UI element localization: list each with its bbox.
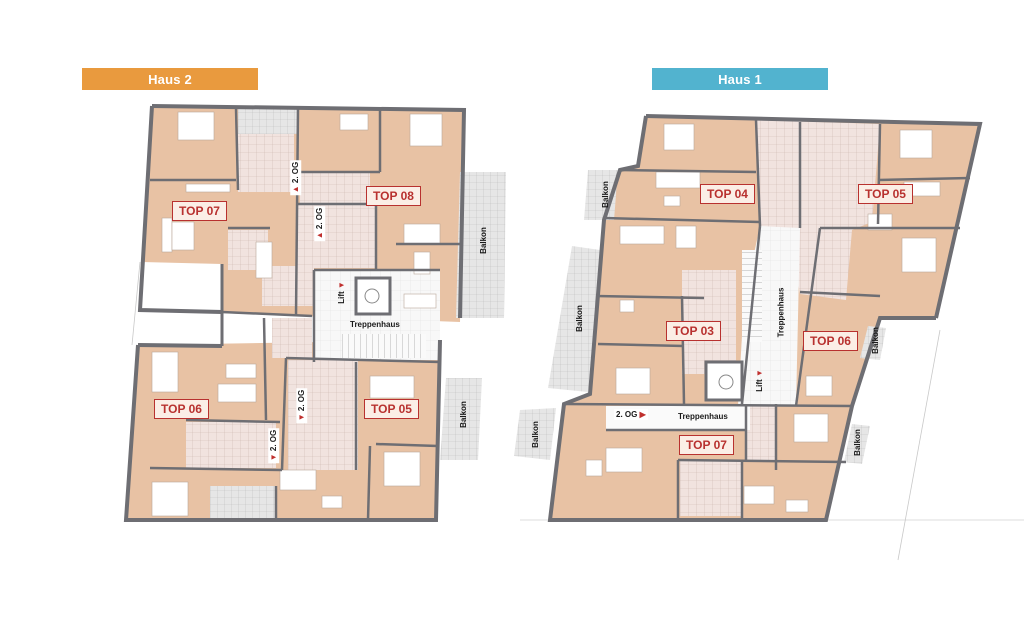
lift-text: Lift (754, 379, 764, 392)
haus-2-unit-top-06[interactable]: TOP 06 (154, 399, 209, 419)
haus-1-stairwell-horizontal-label: Treppenhaus (678, 412, 728, 421)
haus-2-floor-marker-4: ▼ 2. OG (268, 427, 280, 464)
haus-2-floor-marker-3: ▼ 2. OG (296, 387, 308, 424)
arrow-icon: ▼ (336, 281, 346, 292)
haus-1-balcony-1: Balkon (600, 181, 610, 208)
haus-1-plan (514, 114, 1024, 561)
haus-2-floor-marker-1: ▲ 2. OG (290, 159, 302, 196)
haus-2-balcony-upper: Balkon (478, 227, 488, 254)
haus-2-unit-top-08[interactable]: TOP 08 (366, 186, 421, 206)
haus-2-lift-label: Lift ▼ (337, 281, 346, 304)
haus-2-floor-marker-2: ▲ 2. OG (314, 205, 326, 242)
haus-2-unit-top-05[interactable]: TOP 05 (364, 399, 419, 419)
haus-1-stairwell-vertical-label: Treppenhaus (776, 287, 786, 338)
haus-1-unit-top-06[interactable]: TOP 06 (803, 331, 858, 351)
arrow-up-icon: ▲ (291, 183, 301, 194)
haus-2-header: Haus 2 (82, 68, 258, 90)
lift-text: Lift (336, 291, 346, 304)
haus-1-unit-top-03[interactable]: TOP 03 (666, 321, 721, 341)
arrow-down-icon: ▼ (269, 451, 279, 462)
haus-1-header: Haus 1 (652, 68, 828, 90)
arrow-icon: ▼ (754, 369, 764, 380)
arrow-right-icon: ▶ (637, 410, 646, 419)
haus-2-stairwell-label: Treppenhaus (350, 320, 400, 329)
haus-2-unit-top-07[interactable]: TOP 07 (172, 201, 227, 221)
haus-2-balcony-lower: Balkon (458, 401, 468, 428)
haus-2-plan (123, 104, 506, 522)
arrow-up-icon: ▲ (315, 229, 325, 240)
haus-1-unit-top-05[interactable]: TOP 05 (858, 184, 913, 204)
haus-1-title: Haus 1 (718, 71, 762, 87)
haus-1-unit-top-04[interactable]: TOP 04 (700, 184, 755, 204)
haus-1-balcony-2: Balkon (574, 305, 584, 332)
haus-1-balcony-5: Balkon (852, 429, 862, 456)
haus-1-lift-label: Lift ▼ (755, 369, 764, 392)
haus-1-balcony-4: Balkon (870, 327, 880, 354)
arrow-down-icon: ▼ (297, 411, 307, 422)
haus-2-title: Haus 2 (148, 71, 192, 87)
haus-1-unit-top-07[interactable]: TOP 07 (679, 435, 734, 455)
haus-1-balcony-3: Balkon (530, 421, 540, 448)
haus-1-floor-marker: 2. OG ▶ (614, 409, 648, 420)
